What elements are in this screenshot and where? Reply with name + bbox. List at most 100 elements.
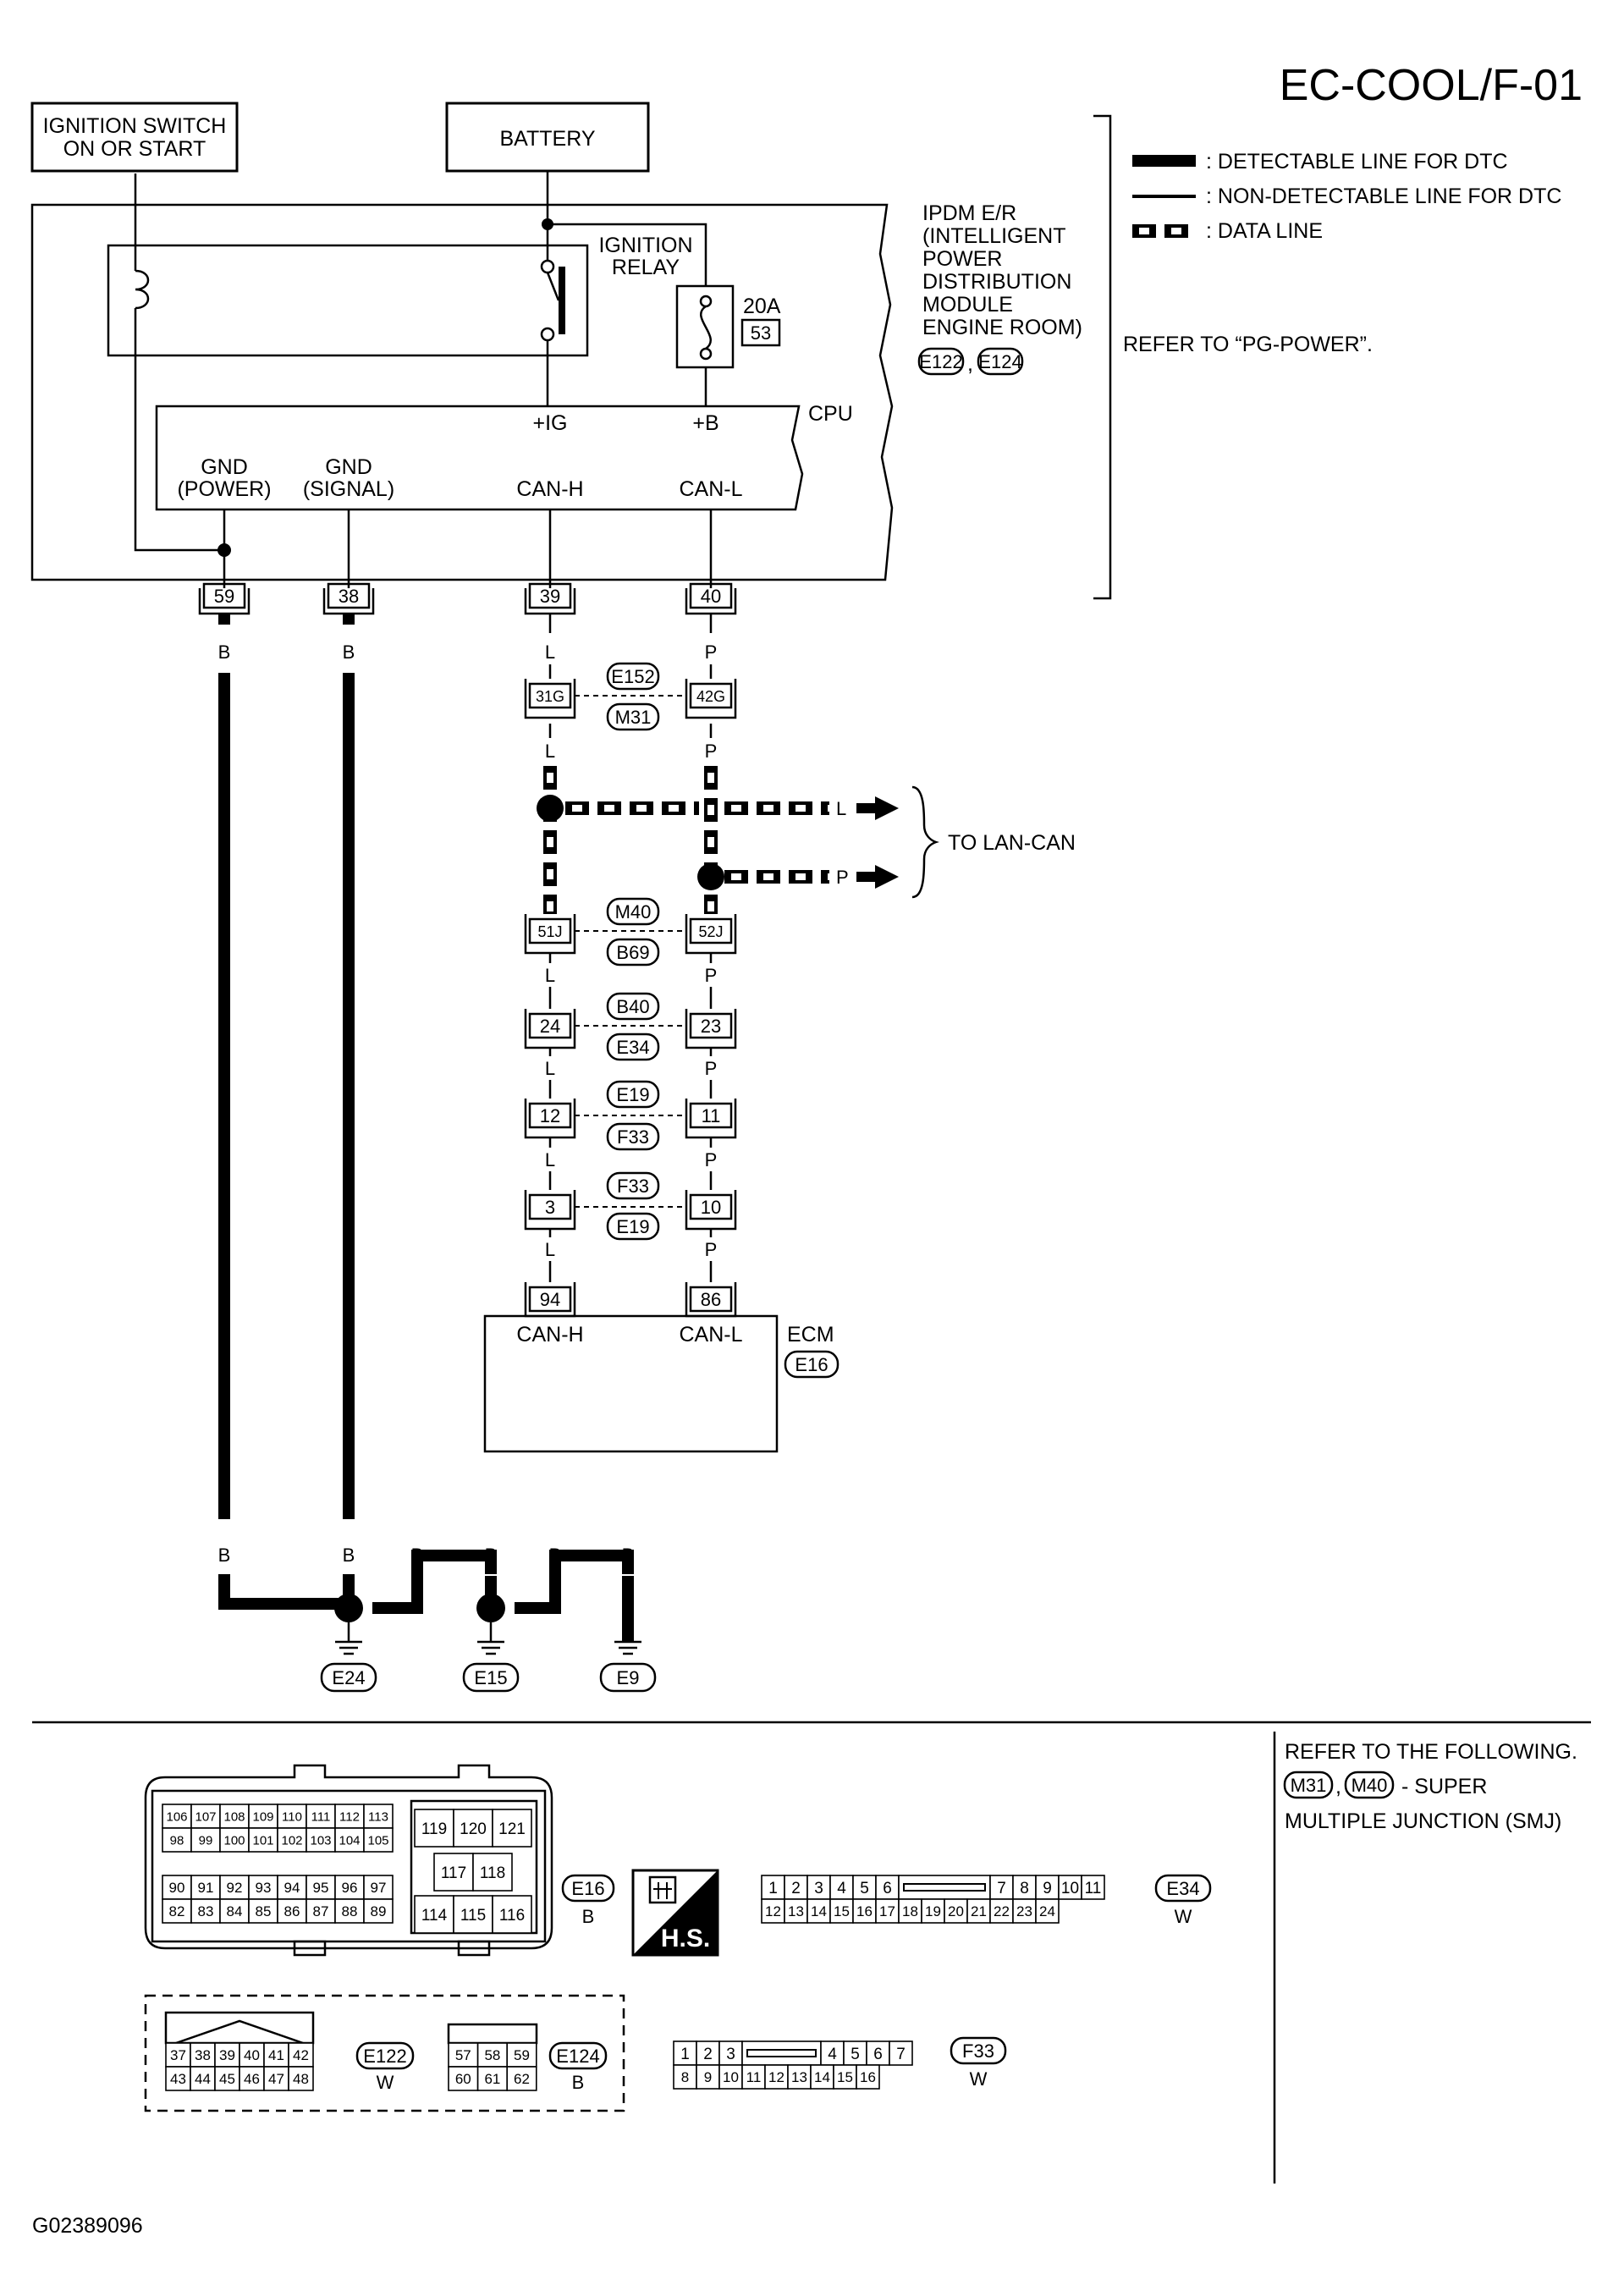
svg-text:51J: 51J (537, 923, 562, 940)
legend-non-detectable-label: : NON-DETECTABLE LINE FOR DTC (1206, 184, 1561, 208)
f33-color: W (970, 2068, 988, 2090)
pin-number: 120 (460, 1820, 487, 1838)
svg-text:F33: F33 (617, 1126, 649, 1148)
ignition-relay-box (107, 244, 589, 357)
svg-text:E19: E19 (616, 1084, 649, 1105)
pin-number: 4 (837, 1880, 846, 1897)
pin-number: 87 (313, 1903, 329, 1919)
gnd-signal-label-2: (SIGNAL) (303, 477, 394, 501)
cpu-can-l-label: CAN-L (679, 477, 742, 501)
svg-text:L: L (836, 798, 846, 819)
svg-text:L: L (545, 1149, 555, 1170)
pin-number: 8 (681, 2069, 689, 2085)
harness-side-badge: H.S. (631, 1869, 719, 1957)
pin-number: 13 (788, 1903, 804, 1919)
ipdm-outline (30, 203, 894, 581)
svg-text:L: L (545, 1239, 555, 1260)
pin-number: 116 (499, 1907, 525, 1925)
ipdm-bracket (1093, 114, 1112, 600)
pin-cell (764, 2064, 789, 2090)
svg-text:94: 94 (540, 1289, 560, 1310)
pin-cell (433, 1853, 474, 1892)
e124-id: E124 (556, 2046, 599, 2067)
pin-number: 42 (293, 2047, 309, 2063)
svg-text:E34: E34 (616, 1037, 649, 1058)
pin-number: 15 (834, 1903, 850, 1919)
svg-text:31G: 31G (536, 688, 564, 705)
pin-number: 37 (170, 2047, 186, 2063)
pin-cell (288, 2042, 314, 2068)
e34-id: E34 (1166, 1878, 1199, 1899)
connector-tag-e122 (917, 347, 965, 376)
pin-cell (363, 1827, 394, 1853)
pin-cell (239, 2066, 265, 2091)
pin-number: 47 (268, 2071, 284, 2087)
pin-cell (944, 1898, 968, 1924)
terminal-40: 40 (701, 586, 721, 607)
pin-cell (162, 1875, 192, 1900)
svg-text:M31: M31 (1291, 1775, 1327, 1796)
pin-number: 17 (879, 1903, 895, 1919)
ignition-relay-label-2: RELAY (612, 256, 680, 279)
pin-number: 15 (837, 2069, 853, 2085)
svg-text:M40: M40 (1351, 1775, 1388, 1796)
pin-number: 16 (860, 2069, 876, 2085)
svg-text:P: P (705, 1239, 718, 1260)
pin-number: 44 (195, 2071, 211, 2087)
pin-cell (190, 1827, 221, 1853)
pin-number: 104 (339, 1833, 360, 1848)
junction-2: 51J 52J M40 B69 (524, 897, 737, 967)
can-h-wire: L L (537, 614, 564, 914)
pin-cell (696, 2064, 720, 2090)
svg-text:MODULE: MODULE (922, 293, 1013, 317)
pin-number: 62 (514, 2071, 530, 2087)
pin-number: 94 (284, 1880, 300, 1896)
pin-number: 59 (514, 2047, 530, 2063)
pin-cell (1012, 1898, 1037, 1924)
e34-color: W (1175, 1906, 1192, 1927)
pin-number: 92 (227, 1880, 243, 1896)
pin-cell (288, 2066, 314, 2091)
svg-text:MULTIPLE JUNCTION (SMJ): MULTIPLE JUNCTION (SMJ) (1285, 1809, 1561, 1833)
pin-number: 41 (268, 2047, 284, 2063)
pin-cell (784, 1898, 808, 1924)
battery-box (445, 102, 650, 173)
battery-label: BATTERY (500, 127, 596, 151)
e16-color: B (582, 1906, 595, 1927)
svg-text:B: B (343, 1545, 355, 1566)
pin-cell (214, 2066, 240, 2091)
fuse-number: 53 (751, 322, 771, 344)
svg-text:B: B (411, 1545, 424, 1566)
refer-following: REFER TO THE FOLLOWING. M31 , M40 - SUPE… (1283, 1740, 1577, 1833)
svg-text:10: 10 (701, 1197, 721, 1218)
fuse-rating: 20A (743, 295, 781, 318)
svg-text:CAN-L: CAN-L (679, 1323, 742, 1347)
svg-text:DISTRIBUTION: DISTRIBUTION (922, 270, 1071, 294)
svg-text:- SUPER: - SUPER (1401, 1775, 1487, 1798)
svg-text:REFER TO THE FOLLOWING.: REFER TO THE FOLLOWING. (1285, 1740, 1577, 1764)
pin-cell (165, 2066, 191, 2091)
key-tab (903, 1883, 986, 1892)
pin-cell (966, 1898, 991, 1924)
svg-text:ENGINE ROOM): ENGINE ROOM) (922, 316, 1082, 339)
pin-number: 102 (281, 1833, 302, 1848)
svg-text:E122: E122 (919, 351, 962, 372)
pin-number: 21 (971, 1903, 987, 1919)
pin-number: 90 (169, 1880, 185, 1896)
svg-text:B: B (343, 642, 355, 663)
ecm: 94 86 CAN-H CAN-L ECM E16 (483, 1282, 840, 1453)
lan-can-label: TO LAN-CAN (948, 831, 1076, 855)
pin-cell (492, 1895, 532, 1934)
ground-wires: B B B B B B B B (218, 614, 634, 1642)
pin-cell (1035, 1898, 1060, 1924)
svg-text:3: 3 (545, 1197, 555, 1218)
page-title: EC-COOL/F-01 (1280, 61, 1583, 110)
pin-cell (718, 2040, 743, 2066)
gnd-power-label-2: (POWER) (177, 477, 271, 501)
pin-cell (506, 2042, 537, 2068)
pin-number: 11 (1085, 1880, 1102, 1897)
pin-number: 121 (498, 1820, 526, 1838)
pin-number: 93 (256, 1880, 272, 1896)
pin-cell (506, 2066, 537, 2091)
